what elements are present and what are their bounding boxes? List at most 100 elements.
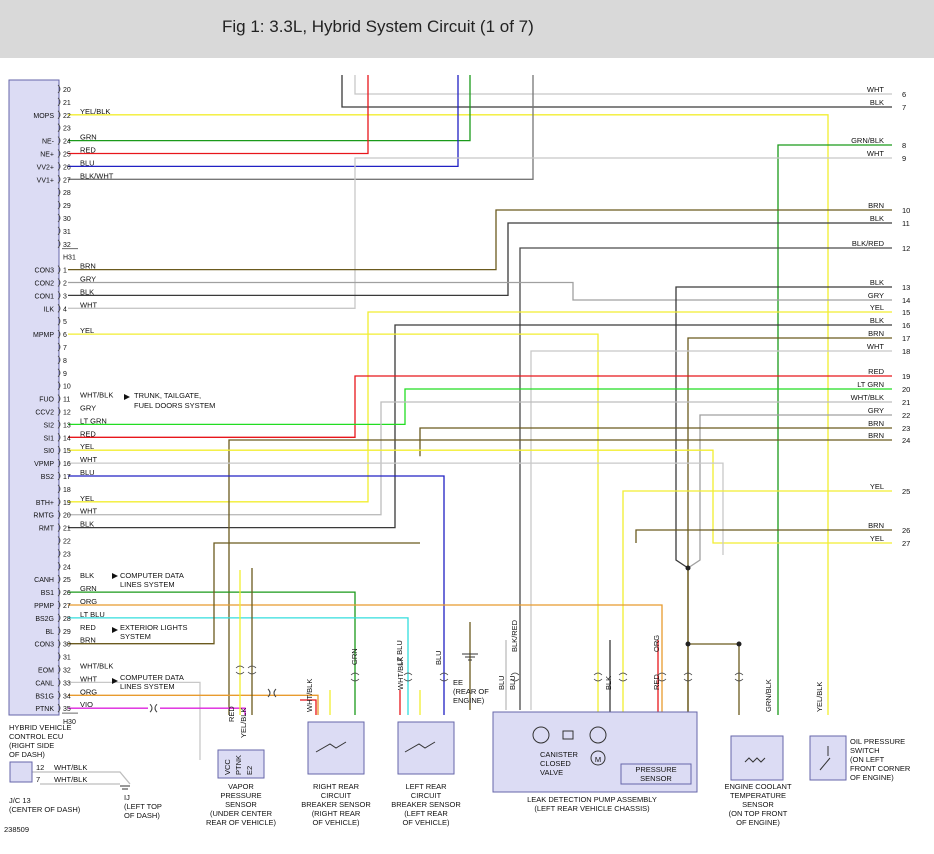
- ops-label: FRONT CORNER: [850, 764, 911, 773]
- wire-bs2g: [68, 617, 409, 715]
- ecu-pin-number: 16: [63, 461, 71, 468]
- connector-mark: [57, 97, 61, 107]
- jc-label: (CENTER OF DASH): [9, 805, 81, 814]
- wire-to-18: [530, 350, 892, 710]
- vertical-wire-label: RED: [652, 674, 661, 690]
- connector-mark: [57, 291, 61, 300]
- wire-color-label: YEL: [870, 303, 884, 312]
- ecu-pin-number: 26: [63, 164, 71, 171]
- ecu-pin-number: 20: [63, 87, 71, 94]
- note-ext: EXTERIOR LIGHTS: [120, 623, 188, 632]
- wire-mops: [68, 114, 829, 715]
- ecu-signal-label: SI0: [43, 448, 54, 455]
- jc13-box: [9, 761, 33, 783]
- ecu-pin-number: 30: [63, 642, 71, 649]
- ecu-signal-label: NE+: [40, 152, 54, 159]
- arrow-ext: [112, 627, 118, 633]
- transistor-icon: [589, 726, 607, 744]
- ecu-pin-number: 25: [63, 152, 71, 159]
- wire-color-label: BLK: [80, 287, 94, 296]
- jc-pin: 12: [36, 763, 44, 772]
- terminal-number: 7: [902, 103, 906, 112]
- vapor-pin-label: E2: [245, 766, 254, 775]
- rr-sensor-label: CIRCUIT: [321, 791, 352, 800]
- ecu-signal-label: BS1G: [35, 693, 54, 700]
- connector-mark: [57, 175, 61, 184]
- wire-color-label: BLK: [80, 520, 94, 529]
- connector-mark: [57, 626, 61, 636]
- component-layer: [8, 79, 847, 793]
- wire-color-label: ORG: [80, 597, 97, 606]
- ect-label: SENSOR: [742, 800, 774, 809]
- ect-label: (ON TOP FRONT: [729, 809, 788, 818]
- terminal-number: 21: [902, 398, 910, 407]
- connector-mark: [57, 278, 61, 287]
- pressure-label: PRESSURE: [635, 765, 676, 774]
- wire-color-label: BLK: [870, 316, 884, 325]
- ecu-pin-number: 14: [63, 435, 71, 442]
- terminal-number: 27: [902, 539, 910, 548]
- connector-mark: [57, 149, 61, 158]
- wire-si1: [68, 375, 892, 438]
- figure-title: Fig 1: 3.3L, Hybrid System Circuit (1 of…: [222, 17, 534, 36]
- terminal-number: 12: [902, 244, 910, 253]
- ecu-pin-number: 27: [63, 603, 71, 610]
- ecu-pin-number: 19: [63, 500, 71, 507]
- connector-mark: [57, 458, 61, 468]
- terminal-number: 26: [902, 526, 910, 535]
- ecu-signal-label: PPMP: [34, 603, 54, 610]
- wire-color-label: YEL: [870, 534, 884, 543]
- connector-mark: [57, 433, 61, 442]
- vapor-sensor-label: (UNDER CENTER: [210, 809, 273, 818]
- wire-color-label: LT GRN: [80, 416, 107, 425]
- connector-mark: [57, 381, 61, 390]
- connector-mark: [510, 672, 520, 682]
- wire-bs2: [68, 475, 445, 715]
- ecu-pin-number: 29: [63, 203, 71, 210]
- ecu-pin-number: 8: [63, 358, 67, 365]
- connector-mark: [57, 562, 61, 571]
- wire-color-label: BRN: [80, 262, 96, 271]
- wire-bs1: [68, 591, 356, 715]
- canister-valve-icon: [532, 726, 550, 744]
- wire-color-label: WHT: [867, 85, 884, 94]
- resistor-icon: [562, 730, 574, 740]
- ect-label: OF ENGINE): [736, 818, 780, 827]
- connector-mark: [593, 672, 603, 682]
- ecu-pin-number: 6: [63, 332, 67, 339]
- jc-pin: 7: [36, 775, 40, 784]
- wire-layer: [32, 75, 892, 785]
- ecu-pin-number: 3: [63, 293, 67, 300]
- connector-mark: [57, 84, 61, 94]
- ecu-pin-number: 26: [63, 590, 71, 597]
- connector-mark: [57, 265, 61, 274]
- wire-color-label: YEL: [80, 442, 94, 451]
- connector-mark: [683, 672, 693, 682]
- wire-color-label: BRN: [868, 431, 884, 440]
- arrow-trunk: [124, 394, 130, 400]
- connector-mark: [57, 329, 61, 339]
- wire-jc-12: [32, 771, 131, 785]
- vertical-wire-label: GRN/BLK: [764, 679, 773, 712]
- wire-color-label: GRN: [80, 133, 97, 142]
- ecu-signal-label: BS2G: [35, 616, 54, 623]
- wire-to-22: [687, 414, 892, 569]
- vertical-wire-label: GRN: [350, 648, 359, 665]
- wire-color-label: BLK: [870, 214, 884, 223]
- wire-to-26: [635, 529, 892, 543]
- connector-mark: [57, 355, 61, 365]
- ecu-signal-label: SI1: [43, 435, 54, 442]
- wire-color-label: WHT/BLK: [851, 393, 884, 402]
- wire-color-label: BLK: [80, 571, 94, 580]
- wire-color-label: WHT: [80, 455, 97, 464]
- ecu-pin-number: 35: [63, 706, 71, 713]
- wire-si2: [68, 388, 892, 426]
- junction-dot: [736, 641, 742, 647]
- terminal-number: 10: [902, 206, 910, 215]
- ecu-pin-number: H31: [63, 255, 76, 262]
- wire-vv1: [68, 75, 534, 180]
- ecu-pin-number: 25: [63, 577, 71, 584]
- wire-color-label: BLU: [80, 468, 95, 477]
- terminal-number: 6: [902, 90, 906, 99]
- connector-mark: [350, 672, 360, 682]
